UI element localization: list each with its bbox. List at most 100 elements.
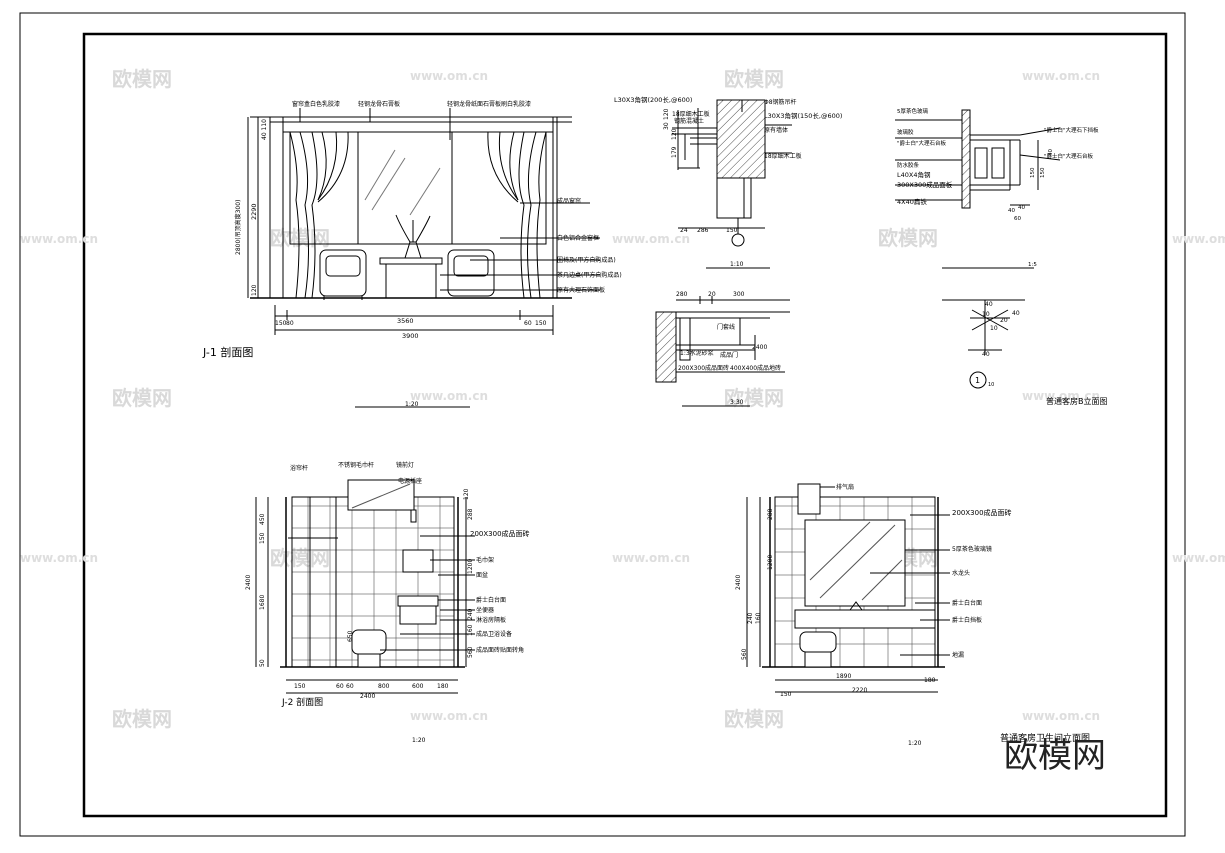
svg-text:爵士白台面: 爵士白台面 [476, 596, 506, 604]
svg-text:www.om.cn: www.om.cn [410, 69, 488, 83]
detail-1-5 [895, 109, 1061, 269]
svg-text:60: 60 [1014, 216, 1021, 222]
svg-text:150: 150 [1040, 167, 1046, 178]
svg-text:www.om.cn: www.om.cn [1022, 709, 1100, 723]
svg-text:4X40扁铁: 4X40扁铁 [897, 197, 927, 206]
svg-text:1:5: 1:5 [1028, 262, 1037, 268]
svg-text:3560: 3560 [397, 317, 414, 325]
svg-text:爵士白台面: 爵士白台面 [952, 599, 982, 607]
outer-border [19, 12, 1186, 837]
svg-text:60: 60 [346, 683, 354, 690]
svg-text:www.om.cn: www.om.cn [20, 551, 98, 565]
svg-text:3900: 3900 [402, 332, 419, 340]
svg-text:1680: 1680 [259, 595, 266, 610]
svg-text:1:20: 1:20 [908, 740, 922, 747]
svg-text:成品窗帘: 成品窗帘 [557, 197, 581, 205]
brand-logo: 欧模网 [1004, 736, 1106, 776]
svg-text:轻钢龙骨石膏板: 轻钢龙骨石膏板 [358, 100, 400, 108]
svg-text:40 110: 40 110 [261, 119, 268, 140]
svg-text:L30X3角钢(200长,@600): L30X3角钢(200长,@600) [614, 95, 692, 104]
svg-text:"爵士白"大理石下挡板: "爵士白"大理石下挡板 [1044, 126, 1099, 134]
svg-text:防水胶条: 防水胶条 [897, 161, 920, 169]
svg-text:www.om.cn: www.om.cn [612, 551, 690, 565]
svg-text:2800(吊顶高度300): 2800(吊顶高度300) [234, 200, 242, 255]
detail-1-10-text: L30X3角钢(200长,@600) 18厚细木工板 钢筋混凝土 Φ8钢筋吊杆 … [614, 95, 842, 268]
svg-text:www.om.cn: www.om.cn [1022, 69, 1100, 83]
view-j3-title: 普通客房卫生间立面图 [1000, 732, 1090, 744]
svg-text:300: 300 [733, 291, 745, 298]
svg-text:10: 10 [990, 325, 998, 332]
svg-text:2400: 2400 [360, 693, 375, 700]
svg-text:欧模网: 欧模网 [112, 386, 172, 410]
svg-text:www.om.cn: www.om.cn [1022, 389, 1100, 403]
svg-text:钢筋混凝土: 钢筋混凝土 [674, 117, 704, 125]
svg-text:圈椅及(甲方自购成品): 圈椅及(甲方自购成品) [557, 256, 616, 264]
svg-text:原有大理石饰面板: 原有大理石饰面板 [557, 286, 605, 294]
view-j1-title: J-1 剖面图 [202, 345, 253, 359]
svg-text:2220: 2220 [852, 687, 867, 694]
svg-text:2400: 2400 [735, 575, 742, 590]
svg-text:150: 150 [726, 227, 738, 234]
svg-text:爵士白挡板: 爵士白挡板 [952, 616, 982, 624]
svg-text:www.om.cn: www.om.cn [612, 232, 690, 246]
section-j1 [247, 108, 600, 408]
svg-text:120: 120 [463, 488, 470, 500]
svg-text:120: 120 [663, 108, 670, 120]
svg-text:www.om.cn: www.om.cn [20, 232, 98, 246]
svg-text:280: 280 [676, 291, 688, 298]
svg-text:240: 240 [467, 608, 474, 620]
svg-text:镜前灯: 镜前灯 [396, 461, 414, 469]
svg-text:5厚茶色玻璃: 5厚茶色玻璃 [897, 107, 928, 115]
svg-text:150: 150 [259, 532, 266, 544]
svg-text:成品面砖贴面转角: 成品面砖贴面转角 [476, 646, 524, 654]
detail-small-text: 40 10 20 10 40 40 1 10 普通客房B立面图 [975, 301, 1108, 406]
svg-text:400X400成品地砖: 400X400成品地砖 [730, 364, 781, 372]
svg-text:www.om.cn: www.om.cn [410, 389, 488, 403]
svg-text:160: 160 [755, 612, 762, 624]
svg-text:轻钢龙骨纸面石膏板刷白乳胶漆: 轻钢龙骨纸面石膏板刷白乳胶漆 [447, 100, 531, 108]
svg-text:40: 40 [1008, 208, 1015, 214]
svg-text:茶几边桌(甲方自购成品): 茶几边桌(甲方自购成品) [557, 271, 622, 279]
svg-text:560: 560 [467, 646, 474, 658]
svg-text:原有墙体: 原有墙体 [764, 126, 788, 134]
svg-text:160: 160 [467, 624, 474, 636]
svg-text:40: 40 [1012, 310, 1020, 317]
svg-text:50: 50 [259, 659, 266, 667]
detail-small [942, 299, 1025, 389]
svg-text:窗帘盒白色乳胶漆: 窗帘盒白色乳胶漆 [292, 100, 340, 108]
svg-text:www.om.cn: www.om.cn [410, 709, 488, 723]
svg-text:40: 40 [985, 301, 993, 308]
svg-text:150: 150 [1030, 167, 1036, 178]
svg-text:20: 20 [1000, 317, 1008, 324]
inner-border [82, 32, 1168, 818]
svg-text:1200: 1200 [767, 555, 774, 570]
svg-text:600: 600 [412, 683, 424, 690]
svg-text:120: 120 [251, 284, 258, 296]
svg-text:地漏: 地漏 [952, 651, 964, 659]
svg-text:40: 40 [982, 351, 990, 358]
svg-text:欧模网: 欧模网 [724, 707, 784, 731]
svg-text:毛巾架: 毛巾架 [476, 556, 494, 564]
svg-text:欧模网: 欧模网 [112, 707, 172, 731]
svg-text:"爵士白"大理石台板: "爵士白"大理石台板 [1044, 152, 1094, 160]
svg-text:1:3水泥砂浆: 1:3水泥砂浆 [680, 349, 714, 357]
svg-text:成品门: 成品门 [720, 351, 738, 359]
svg-text:成品卫浴设备: 成品卫浴设备 [476, 630, 512, 638]
svg-text:L30X3角钢(150长,@600): L30X3角钢(150长,@600) [764, 111, 842, 120]
svg-text:300X300成品面板: 300X300成品面板 [897, 180, 953, 189]
svg-text:1:10: 1:10 [730, 261, 744, 268]
svg-text:www.om.cn: www.om.cn [1172, 551, 1225, 565]
svg-text:30: 30 [663, 122, 670, 130]
svg-text:60: 60 [524, 320, 532, 327]
svg-text:欧模网: 欧模网 [270, 226, 330, 250]
svg-text:18厚细木工板: 18厚细木工板 [764, 152, 802, 160]
svg-text:"爵士白"大理石台板: "爵士白"大理石台板 [897, 139, 947, 147]
svg-text:坐便器: 坐便器 [476, 606, 494, 614]
detail-1-5-text: 5厚茶色玻璃 玻璃胶 "爵士白"大理石台板 防水胶条 L40X4角钢 300X3… [897, 107, 1099, 268]
svg-text:120: 120 [671, 128, 678, 140]
svg-text:面盆: 面盆 [476, 571, 488, 579]
svg-text:150: 150 [535, 320, 547, 327]
svg-text:40: 40 [1048, 149, 1054, 156]
section-j2 [255, 479, 475, 694]
